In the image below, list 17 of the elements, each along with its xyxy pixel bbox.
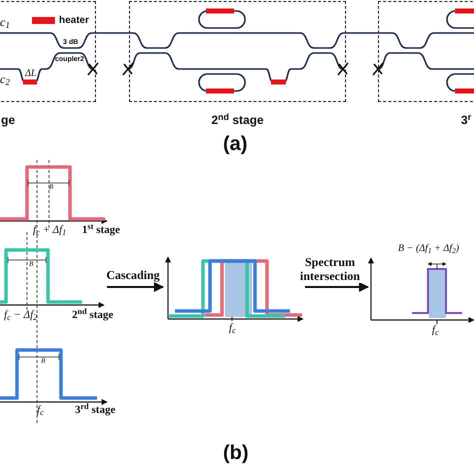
- channel-label: c$_{2}$: [0, 73, 10, 85]
- stage-label: ge: [1, 112, 16, 129]
- spectrum-plot-drawing: [368, 256, 474, 322]
- stage-label: 2$^{nd}$ stage: [72, 310, 114, 321]
- stage-label: 1$^{st}$ stage: [82, 225, 120, 236]
- legend-text: heater: [59, 14, 90, 28]
- arrow: [107, 282, 164, 292]
- channel-label: c$_{1}$: [0, 16, 10, 28]
- panel-label: (b): [223, 443, 249, 463]
- frequency-label: f$_{c}$ + Δf$_{1}$: [33, 225, 66, 236]
- panel-label: (a): [223, 134, 248, 154]
- stage-label: 3$^{rd}$ stage: [75, 405, 116, 416]
- frequency-label: f$_{c}$: [37, 405, 44, 416]
- stage-label: 3$^{r}$: [461, 111, 472, 129]
- arrow: [305, 282, 369, 292]
- stage-label: 2$^{nd}$ stage: [211, 111, 264, 129]
- delta-length-label: ΔL: [25, 69, 36, 79]
